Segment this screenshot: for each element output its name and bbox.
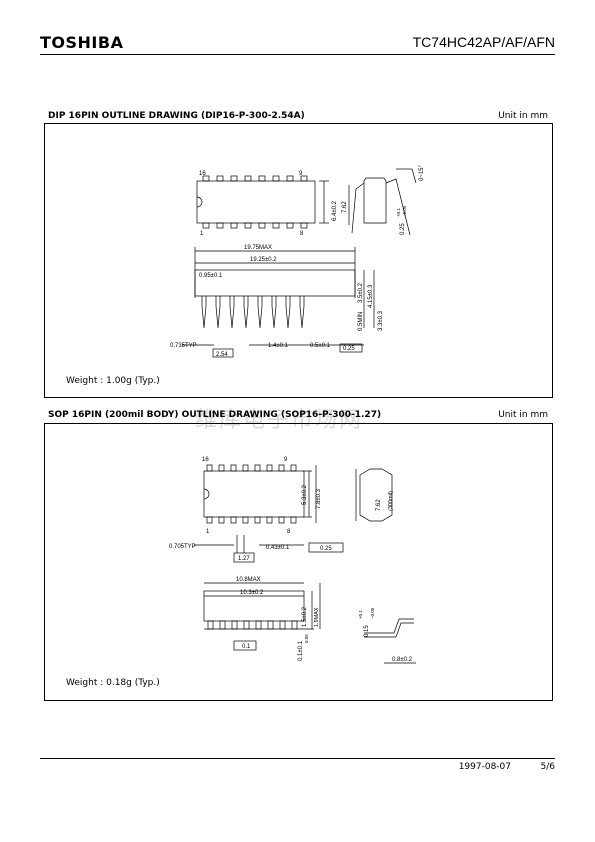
- sop-lead-thickness-tol-top: +0.1: [358, 610, 363, 619]
- dip-lead-width-2: 1.4±0.1: [268, 343, 289, 349]
- dip-pin1-label: 1: [200, 231, 204, 237]
- dip-weight: Weight : 1.00g (Typ.): [66, 376, 160, 386]
- sop-pitch: 1.27: [238, 556, 250, 562]
- sop-lead-thickness-tol-bottom: −0.05: [370, 607, 375, 619]
- footer-rule: [40, 758, 555, 759]
- sop-pin8-label: 8: [287, 529, 291, 535]
- dip-section-title: DIP 16PIN OUTLINE DRAWING (DIP16-P-300-2…: [48, 111, 305, 121]
- dip-drawing-box: [44, 123, 553, 398]
- sop-weight: Weight : 0.18g (Typ.): [66, 678, 160, 688]
- dip-notch: [196, 196, 203, 208]
- sop-height: 1.5±0.2: [302, 606, 308, 627]
- dip-lead-thickness: 0.25: [400, 223, 406, 235]
- dip-pin16-label: 16: [199, 171, 206, 177]
- sop-outline-drawing: 16 9 1 8 5.3±0.2 7.8±0.3 7.62 (300mil) 0…: [169, 457, 416, 664]
- dip-top-body: [196, 180, 316, 224]
- sop-tolerance: 0.25: [320, 546, 332, 552]
- dip-row-spacing-label: 7.62: [342, 201, 348, 213]
- sop-row-spacing-label: 7.62: [376, 499, 382, 511]
- dip-width-label: 6.4±0.2: [332, 200, 338, 221]
- dip-length-max: 19.75MAX: [244, 245, 272, 251]
- sop-standoff-tol: 0.05: [304, 634, 309, 643]
- sop-notch: [203, 488, 210, 500]
- dip-tolerance: 0.25: [343, 346, 355, 352]
- sop-pin1-label: 1: [206, 529, 210, 535]
- dip-lead-width-3: 0.5±0.1: [310, 343, 331, 349]
- sop-length-nom: 10.3±0.2: [240, 590, 264, 596]
- dip-pin8-label: 8: [300, 231, 304, 237]
- dip-angle-label: 0~15°: [419, 164, 425, 181]
- dip-end-body: [363, 177, 387, 224]
- dip-lead-thickness-tol-bottom: −0.05: [402, 205, 407, 217]
- dip-h3: 0.5MIN: [358, 312, 364, 331]
- sop-side-leads: [207, 620, 298, 630]
- dip-outline-drawing: 16 9 1 8 6.4±0.2 7.62 0~15° 0.25 +0.1 −0…: [170, 164, 425, 358]
- dip-unit-label: Unit in mm: [498, 111, 548, 121]
- sop-section-title: SOP 16PIN (200mil BODY) OUTLINE DRAWING …: [48, 410, 382, 420]
- dip-top-pins: [202, 175, 308, 229]
- dip-side-leads: [201, 296, 305, 329]
- sop-lead-detail: [364, 618, 414, 634]
- sop-pin9-label: 9: [284, 457, 288, 463]
- dip-pin9-label: 9: [299, 171, 303, 177]
- sop-pin16-label: 16: [202, 457, 209, 463]
- sop-top-pins: [206, 464, 297, 524]
- sop-top-body: [203, 470, 305, 518]
- sop-end-typ: 0.705TYP: [169, 544, 196, 550]
- sop-unit-label: Unit in mm: [498, 410, 548, 420]
- footer-page: 5/6: [540, 762, 555, 772]
- sop-width-label: 5.3±0.2: [302, 484, 308, 505]
- dip-h4: 3.3±0.3: [378, 310, 384, 331]
- watermark-text: 维库电子市场网: [195, 408, 364, 433]
- sop-lead-thickness: 0.15: [364, 625, 370, 637]
- dip-lead-width-typ: 0.735TYP: [170, 343, 197, 349]
- dip-h1: 3.5±0.2: [358, 282, 364, 303]
- dip-h2: 4.15±0.3: [368, 284, 374, 308]
- sop-length-max: 10.8MAX: [236, 577, 261, 583]
- sop-side-body: [203, 590, 305, 622]
- part-number: TC74HC42AP/AF/AFN: [412, 34, 555, 50]
- sop-height-max: 1.9MAX: [314, 607, 320, 627]
- header-rule: [40, 54, 555, 55]
- sop-foot: 0.8±0.2: [392, 657, 413, 663]
- dip-lead-thickness-tol-top: +0.1: [396, 208, 401, 217]
- toshiba-logo: TOSHIBA: [40, 33, 124, 52]
- sop-coplanarity: 0.1: [242, 644, 251, 650]
- dip-end-lead: 0.95±0.1: [199, 273, 223, 279]
- dip-pitch: 2.54: [216, 352, 228, 358]
- sop-mil-label: (300mil): [388, 491, 394, 511]
- footer-date: 1997-08-07: [458, 762, 511, 772]
- sop-end-body: [359, 468, 393, 522]
- sop-span-label: 7.8±0.3: [316, 488, 322, 509]
- sop-drawing-box: [44, 423, 553, 701]
- sop-standoff: 0.1±0.1: [298, 640, 304, 661]
- sop-lead-width: 0.43±0.1: [266, 545, 290, 551]
- dip-length-nom: 19.25±0.2: [250, 257, 277, 263]
